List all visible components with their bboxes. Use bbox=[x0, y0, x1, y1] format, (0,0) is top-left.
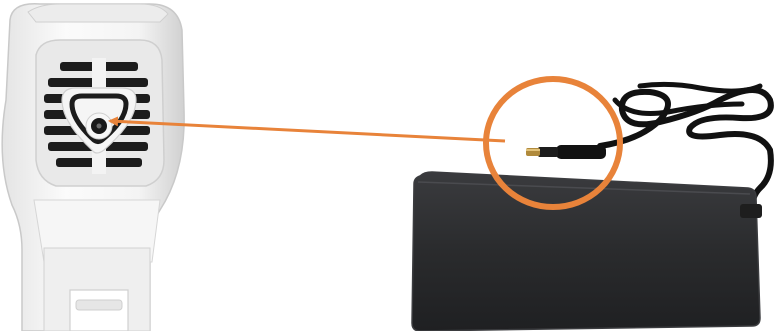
dc-plug bbox=[526, 145, 606, 159]
power-port bbox=[86, 113, 112, 139]
device-lower bbox=[34, 200, 160, 331]
